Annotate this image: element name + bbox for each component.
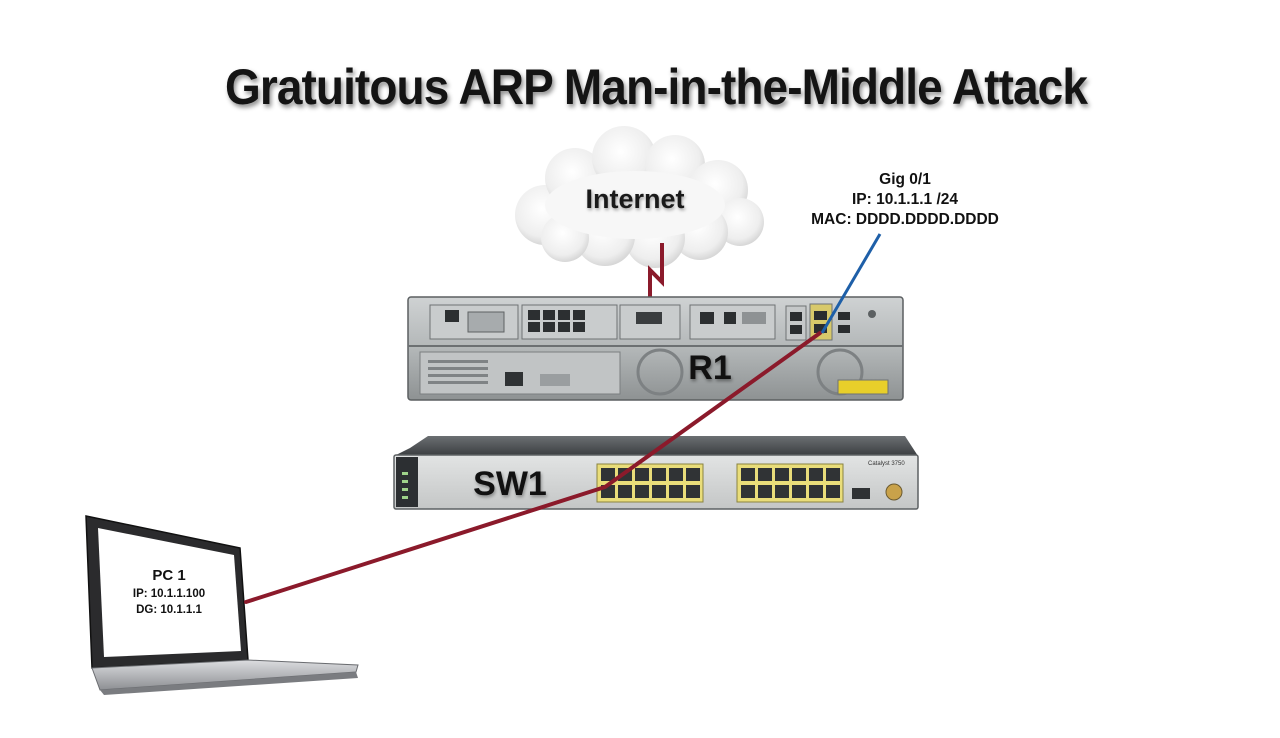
switch-model-text: Catalyst 3750 [868,461,905,467]
pc-default-gateway: DG: 10.1.1.1 [136,604,202,616]
router-label: R1 [688,349,732,387]
ethernet-link [244,331,822,604]
pc-name: PC 1 [152,567,186,584]
pc-ip: IP: 10.1.1.100 [132,588,206,600]
laptop-pc1 [85,515,359,695]
switch-ports-right [741,468,840,498]
internet-label: Internet [585,184,685,214]
page-title: Gratuitous ARP Man-in-the-Middle Attack [224,59,1088,115]
interface-name: Gig 0/1 [879,171,931,188]
serial-link [648,243,664,318]
internet-cloud [515,126,764,268]
interface-pointer [820,233,882,334]
switch-label: SW1 [473,465,547,503]
interface-mac: MAC: DDDD.DDDD.DDDD [811,211,999,228]
pc-info: PC 1 IP: 10.1.1.100 DG: 10.1.1.1 [104,566,234,618]
interface-ip: IP: 10.1.1.1 /24 [852,191,958,208]
router-r1 [407,296,904,401]
interface-info: Gig 0/1 IP: 10.1.1.1 /24 MAC: DDDD.DDDD.… [780,170,1030,230]
switch-sw1: Catalyst 3750 [393,436,919,510]
